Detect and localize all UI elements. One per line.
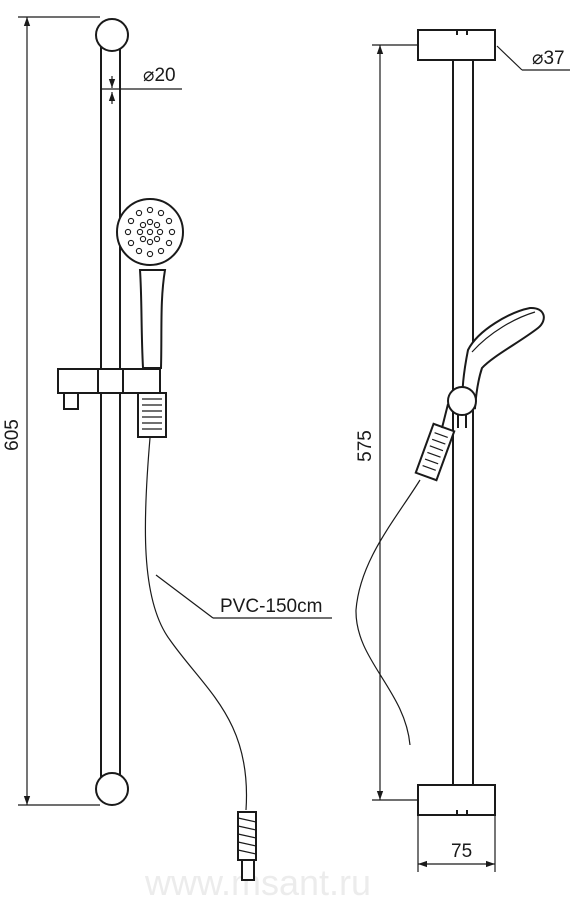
label-pvc-hose: PVC-150cm <box>220 596 322 617</box>
side-view: 575 ⌀37 75 <box>355 29 570 872</box>
front-view: 605 ⌀20 PVC-150cm <box>2 16 332 881</box>
dim-bracket-diameter <box>496 45 570 71</box>
side-hose-connector <box>414 422 456 482</box>
dim-total-height <box>18 16 100 806</box>
front-slide-holder <box>57 368 167 438</box>
front-rail <box>100 31 121 795</box>
dim-bracket-depth <box>417 815 496 872</box>
label-rail-diameter: ⌀20 <box>143 65 176 86</box>
front-bottom-cap <box>95 772 129 806</box>
watermark: www.msant.ru <box>144 862 371 900</box>
front-hose-connector <box>237 811 257 881</box>
front-shower-handle <box>138 269 167 369</box>
dim-center-distance <box>372 44 418 801</box>
side-hose <box>355 479 421 746</box>
front-top-cap <box>95 18 129 52</box>
side-top-bracket <box>417 29 496 61</box>
front-spray-nozzles <box>124 206 176 258</box>
side-rail <box>452 57 474 789</box>
label-center-distance: 575 <box>355 430 376 462</box>
dim-rail-diameter <box>100 76 182 104</box>
side-holder-ring <box>447 386 477 416</box>
front-hose <box>144 437 248 811</box>
label-total-height: 605 <box>2 419 23 451</box>
label-bracket-depth: 75 <box>451 841 472 862</box>
label-bracket-diameter: ⌀37 <box>532 48 565 69</box>
hose-leader <box>155 574 332 619</box>
side-bottom-bracket <box>417 784 496 816</box>
